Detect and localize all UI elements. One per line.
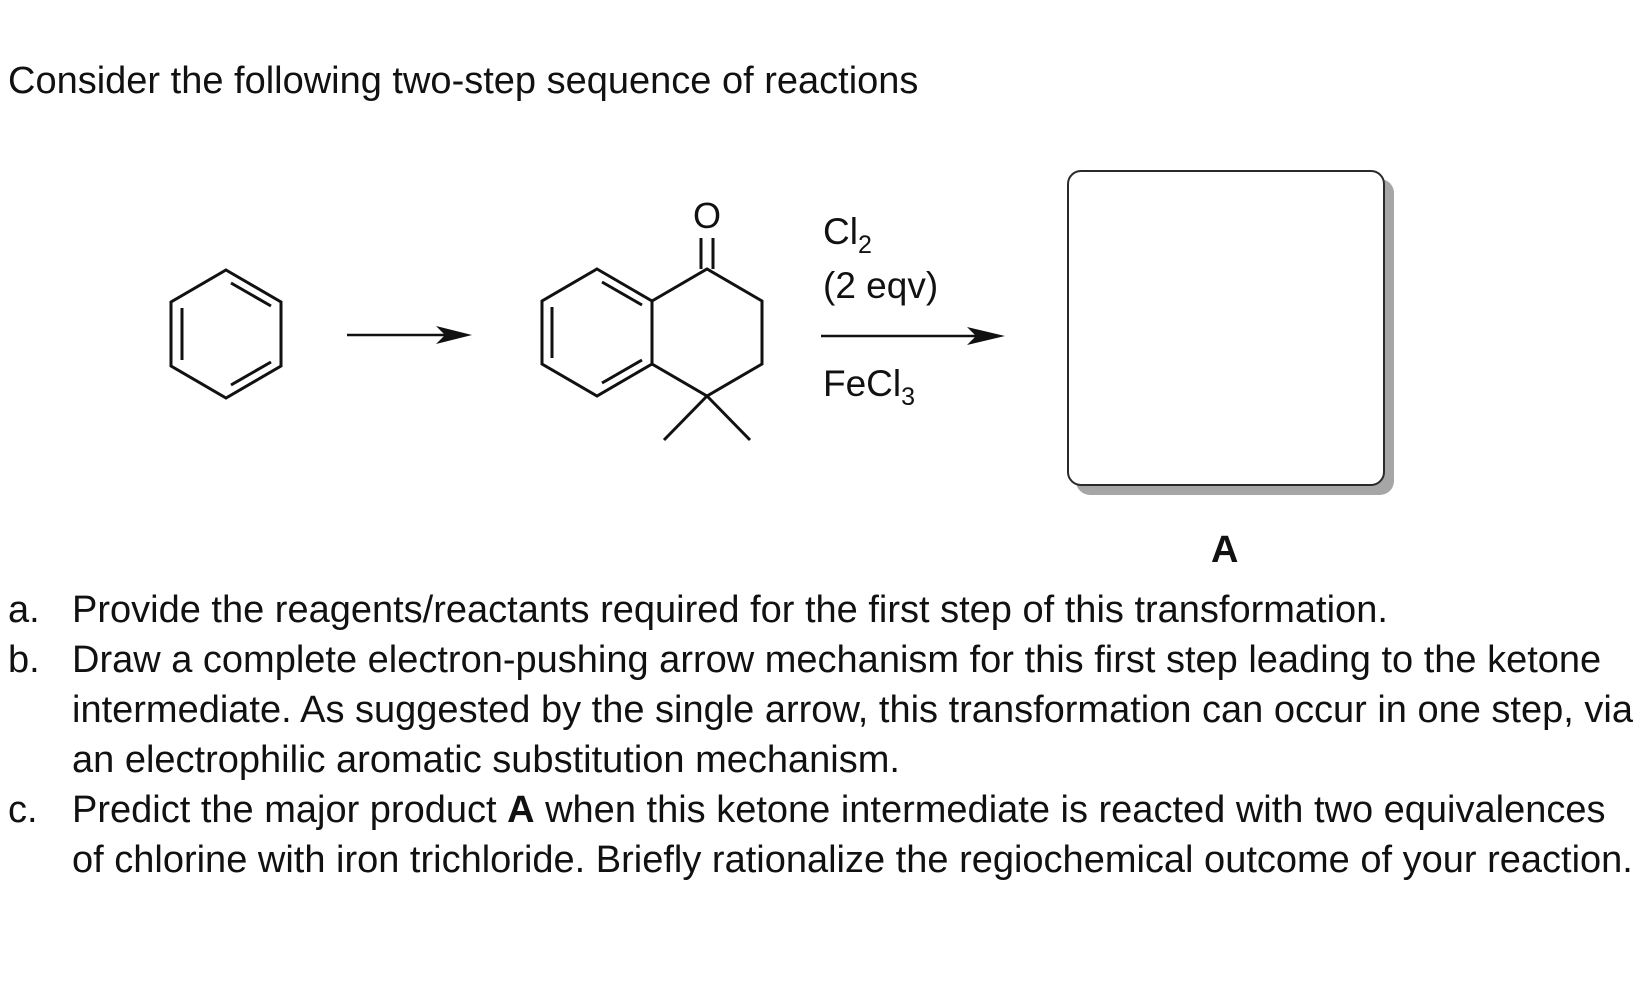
product-label: A [1211,529,1239,571]
question-text: Provide the reagents/reactants required … [72,589,1388,631]
chlorine-reagent: Cl2 [823,211,872,259]
question-c: c. Predict the major product A when this… [8,785,1640,885]
intro-text: Consider the following two-step sequence… [8,60,919,102]
question-text: Predict the major product A when this ke… [72,789,1633,881]
question-marker: b. [8,639,40,681]
iron-chloride-catalyst: FeCl3 [823,363,916,411]
first-step-arrow [347,326,472,344]
second-step-arrow [821,327,1005,345]
question-list: a. Provide the reagents/reactants requir… [8,585,1640,885]
equivalents-label: (2 eqv) [823,265,939,306]
question-b: b. Draw a complete electron-pushing arro… [8,635,1640,785]
question-text: Draw a complete electron-pushing arrow m… [72,639,1633,781]
benzene-structure [169,268,283,400]
question-marker: a. [8,589,40,631]
ketone-intermediate-structure [540,238,764,442]
question-marker: c. [8,789,38,831]
product-answer-box [1067,170,1385,486]
oxygen-label: O [693,195,721,236]
question-a: a. Provide the reagents/reactants requir… [8,585,1640,635]
product-reference: A [507,789,535,831]
